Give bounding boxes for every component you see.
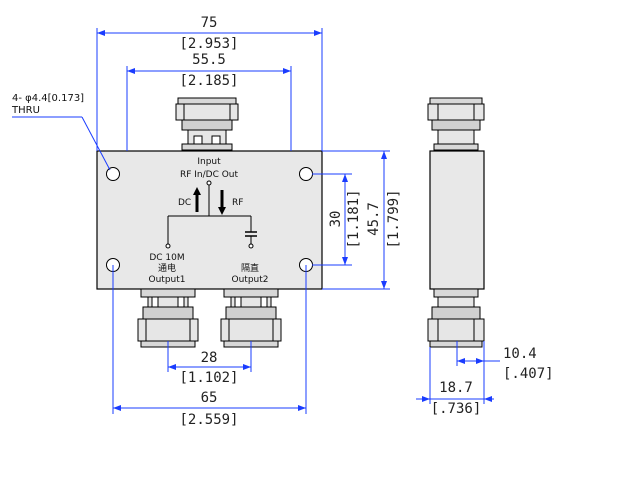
dim-overall-width-mm: 75 xyxy=(201,15,218,31)
dc-10m-label: DC 10M xyxy=(149,253,184,263)
dim-output-pitch-in: [1.102] xyxy=(179,370,238,386)
hole-note-line2: THRU xyxy=(11,105,40,116)
side-dimension-lines xyxy=(416,341,500,404)
output1-label: Output1 xyxy=(149,275,186,285)
dim-connector-span-in: [2.185] xyxy=(179,73,238,89)
dim-side-thick-mm: 10.4 xyxy=(503,346,537,362)
internal-schematic xyxy=(165,180,257,249)
dim-output-pitch-mm: 28 xyxy=(201,350,218,366)
dimension-lines xyxy=(12,28,390,414)
hole-note-line1: 4- φ4.4[0.173] xyxy=(12,93,84,104)
mounting-hole-top-right xyxy=(299,167,313,181)
dim-hole-spacing-h-in: [2.559] xyxy=(179,412,238,428)
dim-overall-width-in: [2.953] xyxy=(179,36,238,52)
dim-hole-spacing-v-in: [1.181] xyxy=(346,189,362,248)
rf-arrow xyxy=(218,190,226,215)
input-label: Input xyxy=(197,157,221,167)
splitter-body xyxy=(96,150,323,290)
side-view xyxy=(427,97,485,348)
dim-body-height-in: [1.799] xyxy=(386,189,402,248)
dim-connector-span-mm: 55.5 xyxy=(192,52,226,68)
dc-arrow-label: DC xyxy=(178,198,191,208)
front-view: Input RF In/DC Out DC RF DC 10M 通电 Outpu… xyxy=(96,97,323,348)
output2-label: Output2 xyxy=(232,275,269,285)
dim-side-width-in: [.736] xyxy=(431,401,482,417)
dim-hole-spacing-h-mm: 65 xyxy=(201,390,218,406)
dim-side-width-mm: 18.7 xyxy=(439,380,473,396)
rf-in-dc-out-label: RF In/DC Out xyxy=(180,170,239,180)
dim-side-thick-in: [.407] xyxy=(503,366,554,382)
rf-arrow-label: RF xyxy=(232,198,243,208)
dim-hole-spacing-v-mm: 30 xyxy=(328,211,344,228)
dim-body-height-mm: 45.7 xyxy=(366,202,382,236)
output2-cn-label: 隔直 xyxy=(241,262,259,274)
dc-arrow xyxy=(193,187,201,212)
output1-connector xyxy=(137,288,199,348)
output2-connector xyxy=(220,288,282,348)
output1-cn-label: 通电 xyxy=(158,262,176,274)
side-body xyxy=(429,150,485,290)
input-connector xyxy=(175,97,239,151)
mounting-hole-top-left xyxy=(106,167,120,181)
